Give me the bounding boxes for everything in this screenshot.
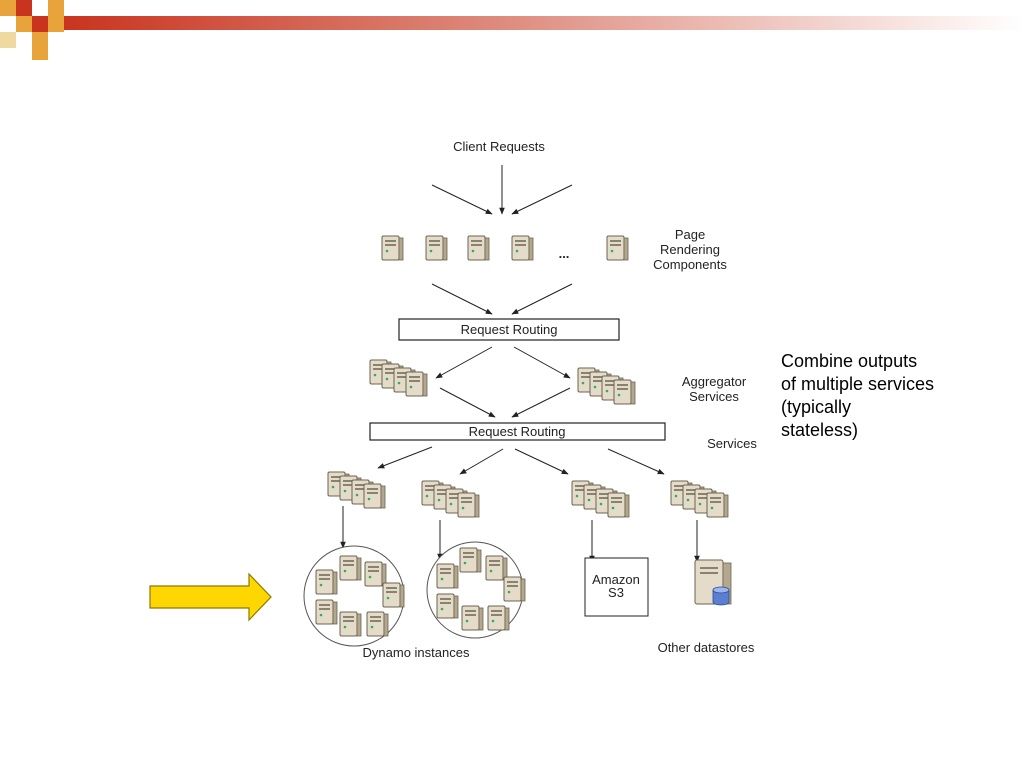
database-icon [694, 559, 732, 606]
request-routing-label-1: Request Routing [461, 322, 558, 337]
side-note-line-3: (typically [781, 397, 852, 417]
request-routing-box-2 [369, 422, 666, 441]
side-note-line-1: Combine outputs [781, 351, 918, 371]
side-note-line-2: of multiple services [781, 374, 935, 394]
service-stack-2 [422, 481, 479, 517]
service-stack-1 [328, 472, 385, 508]
request-routing-box-1 [398, 318, 620, 341]
service-stack-4 [671, 481, 728, 517]
aggregator-servers-left [370, 360, 427, 396]
services-label: Services [707, 436, 757, 451]
dynamo-instances-label: Dynamo instances [363, 645, 470, 660]
request-routing-label-2: Request Routing [469, 424, 566, 439]
page-rendering-label-1: Page [675, 227, 705, 242]
aggregator-label-2: Services [689, 389, 739, 404]
aggregator-label-1: Aggregator [682, 374, 747, 389]
aggregator-servers-right [578, 368, 635, 404]
dynamo-cluster-1 [303, 545, 405, 647]
page-rendering-label-2: Rendering [660, 242, 720, 257]
side-note: Combine outputs of multiple services (ty… [781, 350, 981, 442]
amazon-s3-box [584, 557, 649, 617]
ellipsis-label: ... [559, 246, 570, 261]
side-note-line-4: stateless) [781, 420, 859, 440]
client-requests-label: Client Requests [453, 139, 545, 154]
dynamo-cluster-2 [426, 541, 526, 639]
service-stack-3 [572, 481, 629, 517]
header-decoration [0, 0, 1024, 60]
amazon-s3-label-2: S3 [608, 585, 624, 600]
other-datastores-label: Other datastores [658, 640, 755, 655]
pointer-arrow-icon [149, 572, 272, 622]
page-rendering-servers [381, 235, 629, 261]
amazon-s3-label-1: Amazon [592, 572, 640, 587]
page-rendering-label-3: Components [653, 257, 727, 272]
